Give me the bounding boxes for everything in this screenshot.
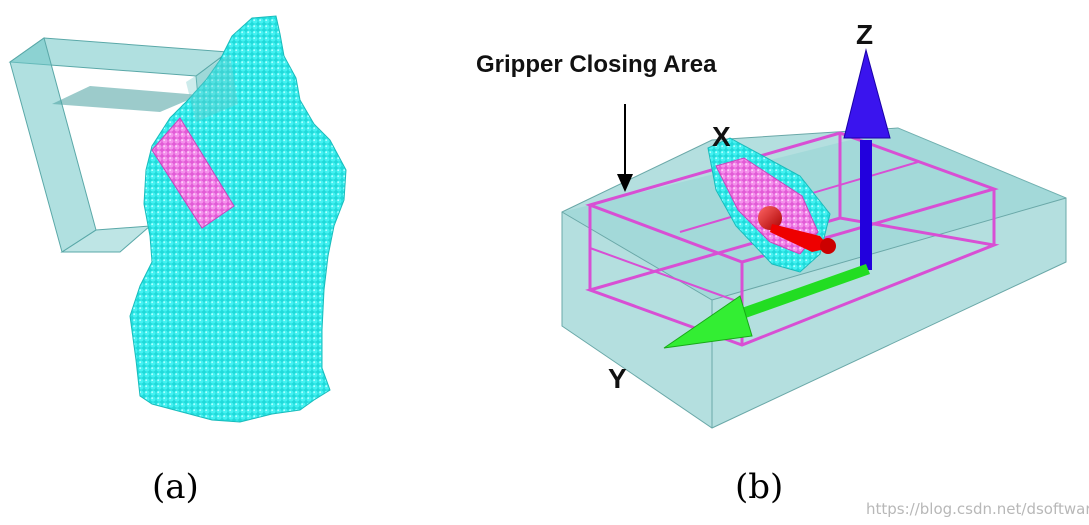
z-axis: Z — [843, 19, 891, 270]
caption-b: (b) — [735, 467, 783, 507]
watermark: https://blog.csdn.net/dsoftware — [866, 500, 1089, 518]
voxel-object-b — [707, 137, 836, 273]
panel-a: (a) — [8, 15, 347, 507]
caption-a: (a) — [152, 467, 199, 507]
y-axis-label: Y — [608, 363, 627, 394]
annotation-arrow — [617, 104, 633, 192]
annotation-label: Gripper Closing Area — [476, 51, 717, 78]
gripper-slab-b — [561, 127, 1067, 429]
panel-b: Z Y X Gripper Closing Area (b) — [476, 19, 1067, 507]
z-axis-label: Z — [856, 19, 873, 50]
x-axis-label: X — [712, 121, 731, 152]
voxel-object-a — [129, 15, 347, 423]
y-axis: Y — [608, 264, 870, 394]
